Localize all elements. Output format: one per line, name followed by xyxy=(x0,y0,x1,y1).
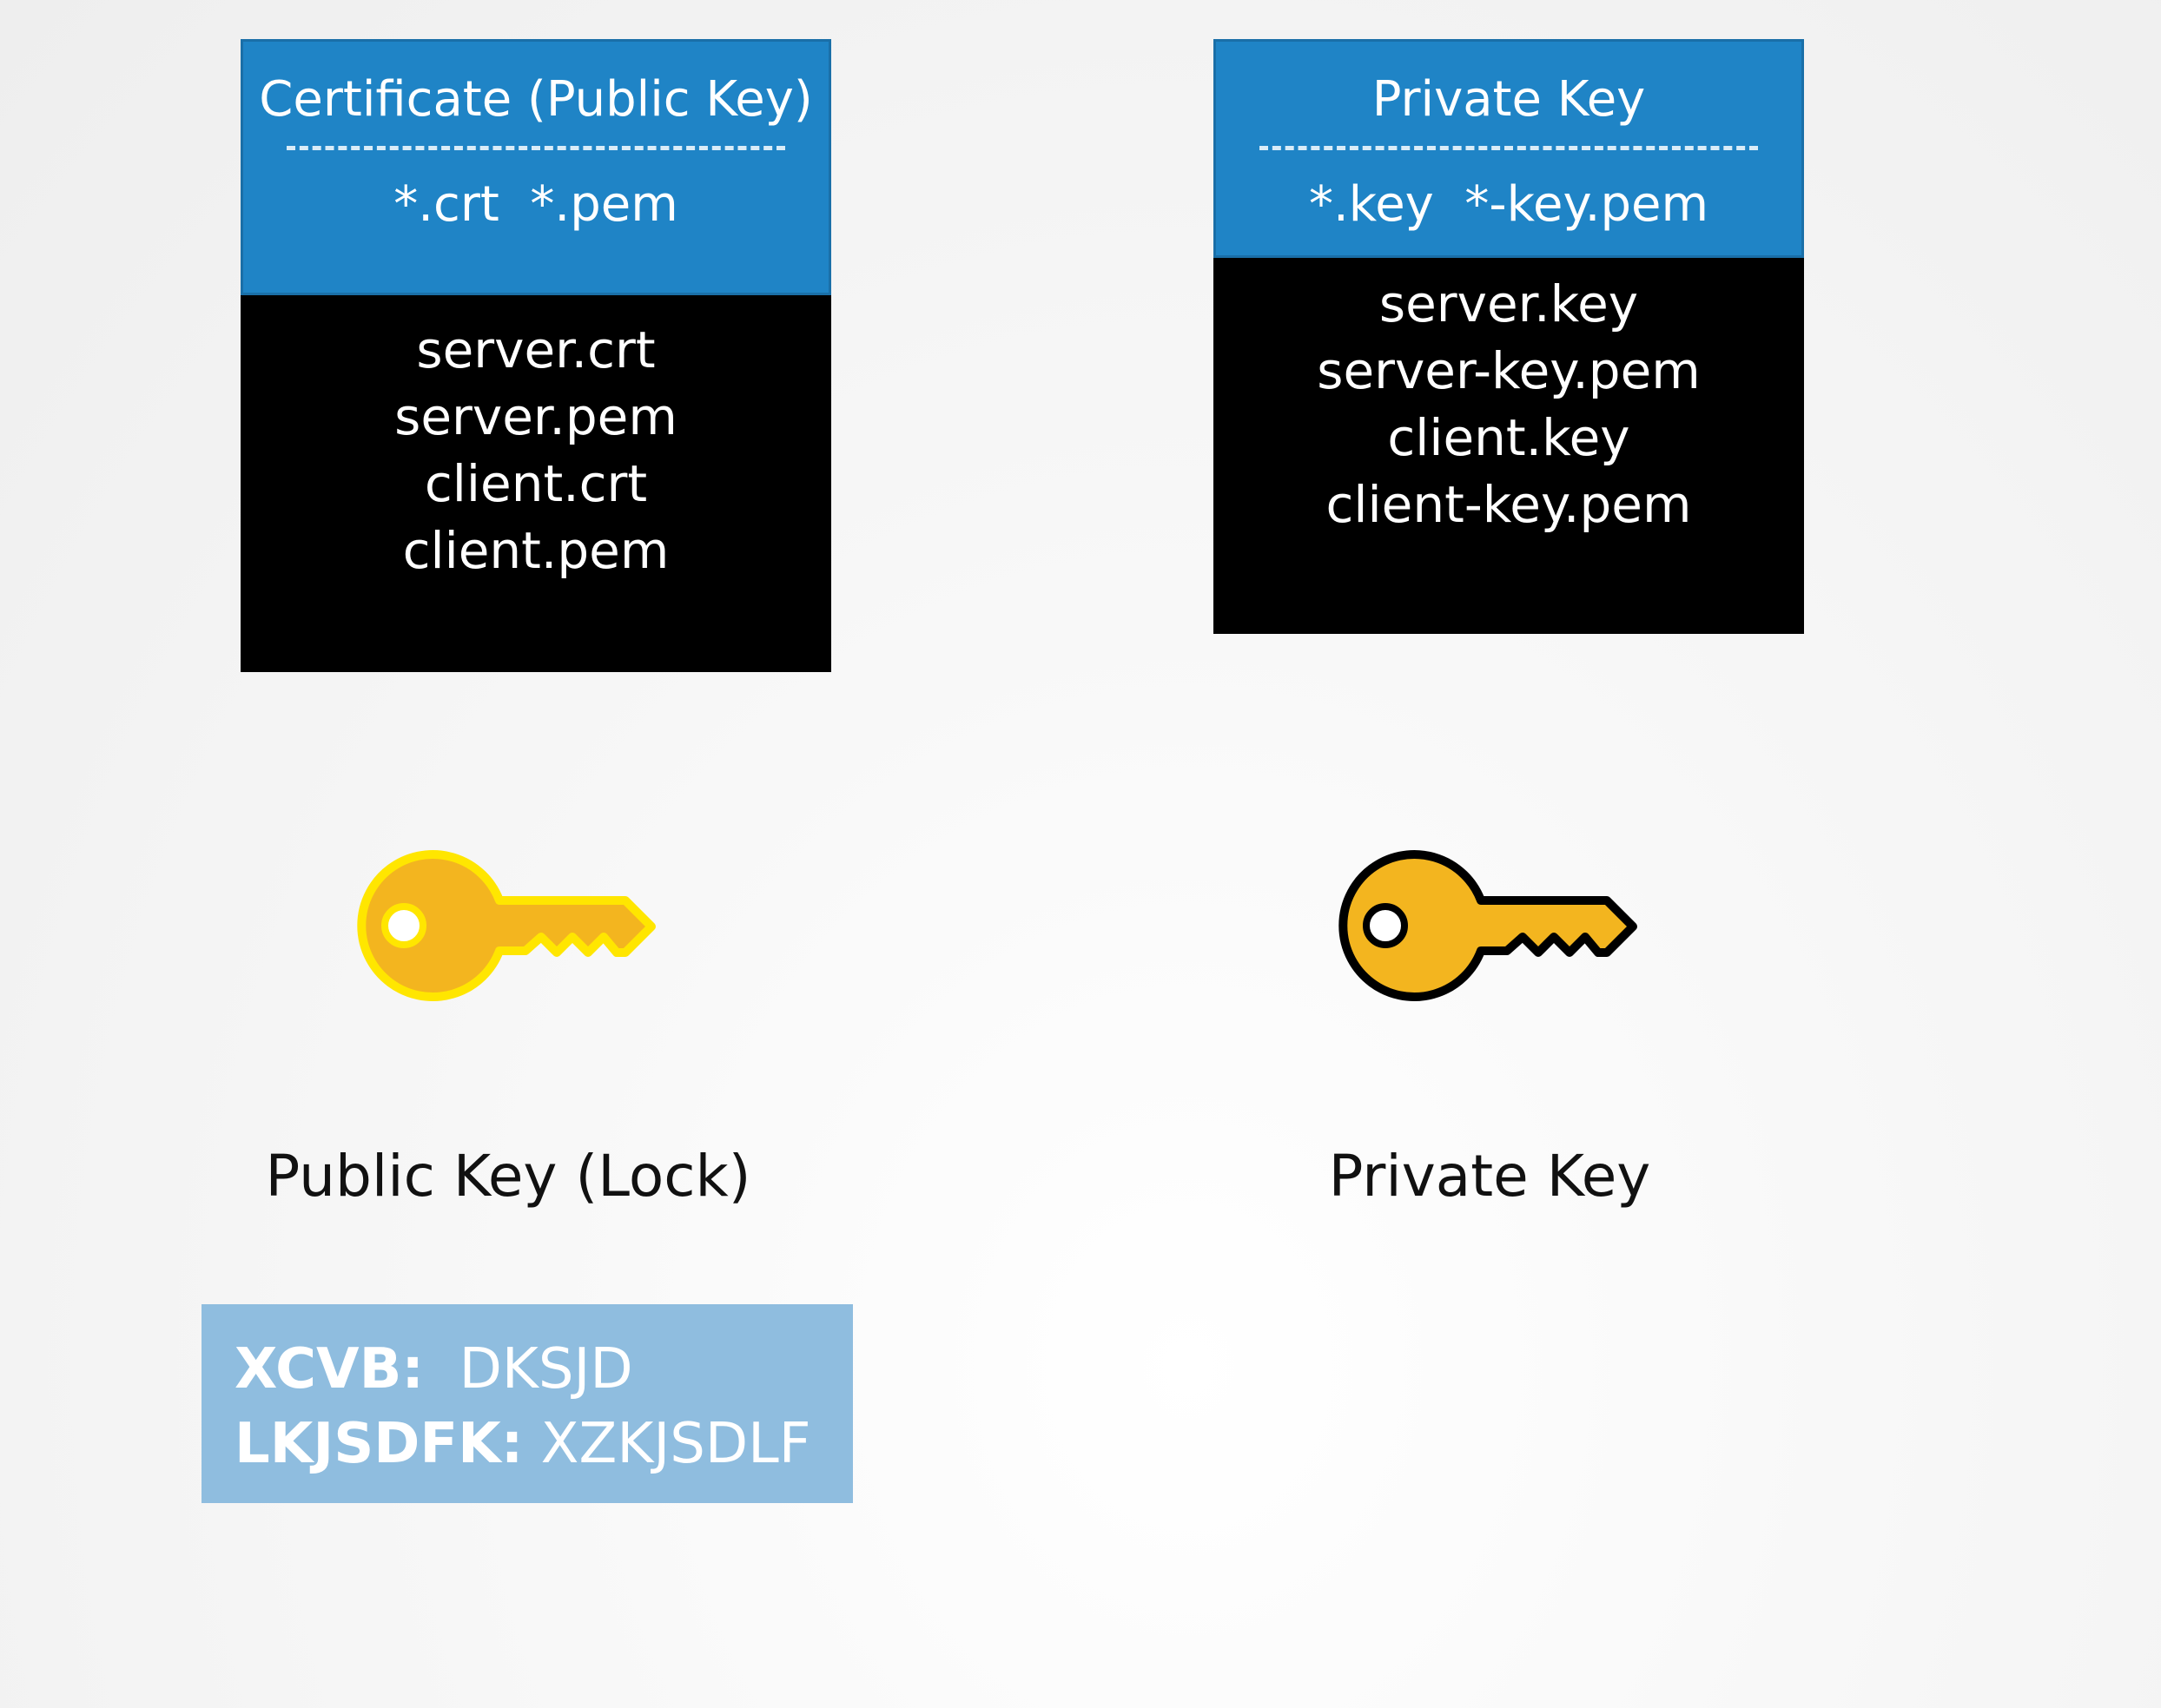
private-key-card: Private Key *.key *-key.pem server.key s… xyxy=(1213,39,1804,634)
private-key-card-title: Private Key xyxy=(1371,71,1646,128)
private-key-file-item: client-key.pem xyxy=(1325,475,1692,534)
private-key-file-item: server-key.pem xyxy=(1317,341,1701,400)
certificate-card-extensions: *.crt *.pem xyxy=(393,176,678,233)
encrypted-text-row: LKJSDFK: XZKJSDLF xyxy=(235,1407,853,1481)
certificate-card-title: Certificate (Public Key) xyxy=(259,71,813,128)
private-key-caption: Private Key xyxy=(1328,1143,1651,1210)
encrypted-text-box: XCVB: DKSJD LKJSDFK: XZKJSDLF xyxy=(202,1304,853,1503)
private-key-icon xyxy=(1338,850,1637,1001)
public-key-icon xyxy=(357,850,656,1001)
certificate-file-item: client.pem xyxy=(402,521,670,580)
encrypted-text-row: XCVB: DKSJD xyxy=(235,1332,853,1407)
certificate-file-item: server.pem xyxy=(394,387,677,446)
private-key-file-item: client.key xyxy=(1387,408,1630,467)
certificate-file-list: server.crt server.pem client.crt client.… xyxy=(241,295,831,672)
private-key-card-header: Private Key *.key *-key.pem xyxy=(1213,39,1804,258)
private-key-card-divider xyxy=(1259,146,1758,150)
certificate-card-header: Certificate (Public Key) *.crt *.pem xyxy=(241,39,831,295)
private-key-file-item: server.key xyxy=(1378,274,1639,333)
public-key-caption: Public Key (Lock) xyxy=(265,1143,751,1210)
private-key-file-list: server.key server-key.pem client.key cli… xyxy=(1213,258,1804,634)
encrypted-text-value: DKSJD xyxy=(459,1337,633,1401)
certificate-file-item: client.crt xyxy=(424,454,648,513)
encrypted-text-value: XZKJSDLF xyxy=(540,1412,811,1476)
encrypted-text-key: LKJSDFK: xyxy=(235,1412,524,1476)
certificate-file-item: server.crt xyxy=(416,320,656,379)
certificate-card-divider xyxy=(287,146,785,150)
private-key-card-extensions: *.key *-key.pem xyxy=(1308,176,1709,233)
encrypted-text-key: XCVB: xyxy=(235,1337,424,1401)
certificate-card: Certificate (Public Key) *.crt *.pem ser… xyxy=(241,39,831,672)
